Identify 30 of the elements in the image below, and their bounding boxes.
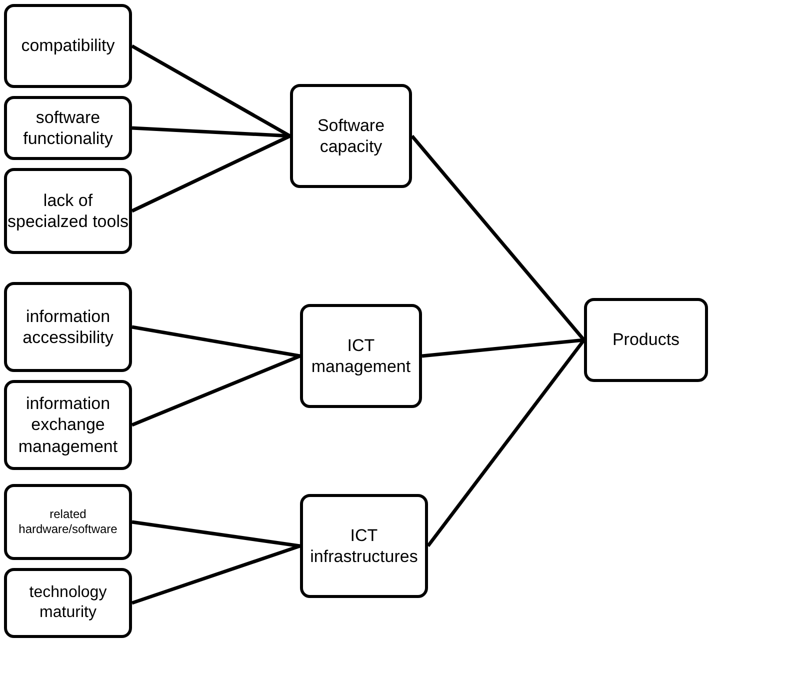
box-label: ICT management bbox=[310, 334, 412, 378]
box-label: lack of specialzed tools bbox=[7, 190, 129, 232]
box-label: technology maturity bbox=[28, 583, 108, 623]
rounded-box bbox=[4, 380, 132, 470]
connector-line bbox=[131, 354, 301, 427]
rounded-box bbox=[300, 494, 428, 598]
box-label: information accessibility bbox=[22, 306, 114, 348]
rounded-box bbox=[4, 4, 132, 88]
rounded-box bbox=[584, 298, 708, 382]
box-label: related hardware/software bbox=[18, 507, 118, 537]
connector-line bbox=[132, 520, 300, 548]
connector-line bbox=[410, 134, 586, 342]
connector-line bbox=[426, 338, 586, 548]
rounded-box bbox=[300, 304, 422, 408]
connector-line bbox=[422, 338, 584, 358]
connector-line bbox=[131, 544, 301, 605]
rounded-box bbox=[290, 84, 412, 188]
box-label: ICT infrastructures bbox=[309, 524, 419, 568]
box-label: compatibility bbox=[21, 35, 115, 57]
box-label: Products bbox=[612, 329, 680, 351]
box-label: information exchange management bbox=[17, 393, 119, 457]
box-label: Software capacity bbox=[316, 114, 386, 158]
connector-line bbox=[131, 134, 291, 213]
rounded-box bbox=[4, 168, 132, 254]
connector-line bbox=[132, 325, 300, 358]
rounded-box bbox=[4, 568, 132, 638]
rounded-box bbox=[4, 282, 132, 372]
rounded-box bbox=[4, 96, 132, 160]
rounded-box bbox=[4, 484, 132, 560]
box-label: software functionality bbox=[22, 106, 114, 150]
